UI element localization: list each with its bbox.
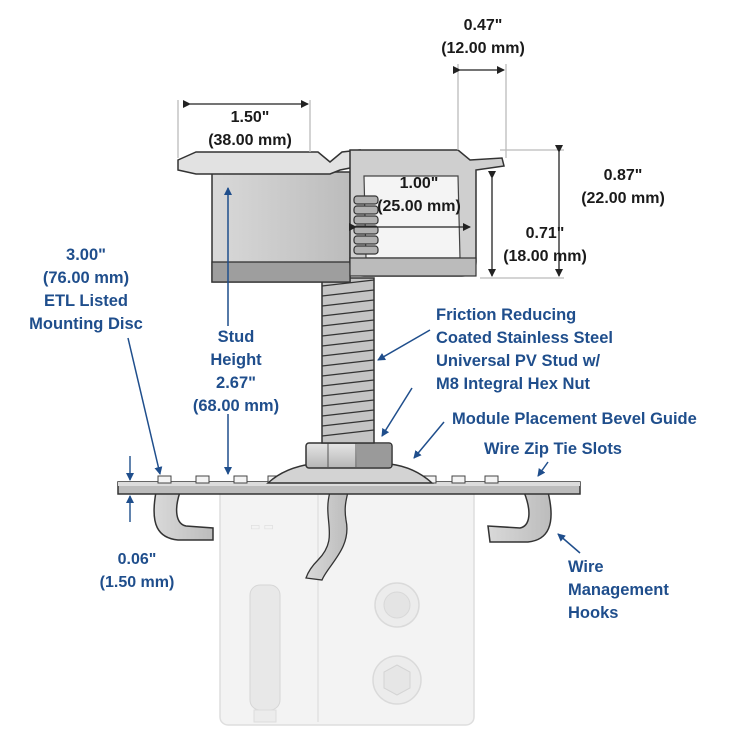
clamp-top-flange (177, 149, 361, 175)
dim-disc-thickness: 0.06"(1.50 mm) (99, 551, 175, 591)
mounting-block-ghost: ▭ ▭ (219, 484, 475, 726)
hex-nut (305, 442, 393, 469)
threaded-stud (321, 277, 375, 444)
callout-bevel-guide: Module Placement Bevel Guide (452, 410, 697, 428)
center-wire (305, 491, 349, 581)
dim-overall-height: 0.87"(22.00 mm) (581, 167, 665, 207)
dim-channel-height: 0.71"(18.00 mm) (503, 225, 587, 265)
svg-text:▭ ▭: ▭ ▭ (250, 521, 274, 533)
clamp-left-block (211, 171, 351, 283)
dim-lip-width: 0.47"(12.00 mm) (441, 17, 525, 57)
callout-zip-tie: Wire Zip Tie Slots (484, 440, 622, 458)
mounting-disc (117, 481, 581, 495)
wire-hook-left (153, 491, 214, 541)
wire-hook-right (487, 491, 552, 543)
dimension-lines (177, 64, 564, 279)
dim-channel-width: 1.00"(25.00 mm) (377, 175, 461, 215)
clamp-u-channel (349, 149, 505, 277)
leader-lines (127, 187, 581, 554)
dim-clamp-width: 1.50"(38.00 mm) (208, 109, 292, 149)
